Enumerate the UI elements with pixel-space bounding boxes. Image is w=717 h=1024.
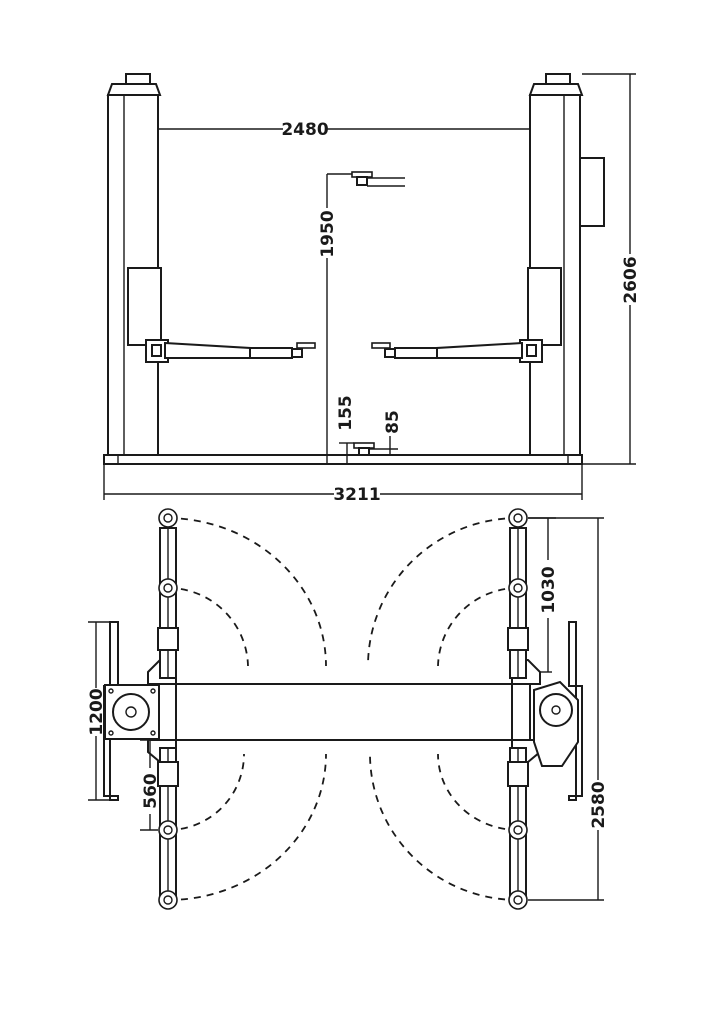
right-lift-pad	[371, 342, 391, 349]
pad-left-top-inner	[158, 578, 178, 598]
dim-overall-height-label: 2606	[621, 256, 641, 303]
dim-arm-length-short: 1030	[528, 517, 559, 673]
dim-overall-width-label: 3211	[333, 485, 380, 505]
arm-swing-arcs	[167, 517, 519, 901]
left-lift-arm	[164, 341, 251, 359]
right-column	[371, 73, 605, 456]
right-carriage	[527, 267, 562, 346]
right-arms	[507, 527, 529, 899]
pad-right-bottom-inner	[508, 820, 528, 840]
dim-base-plate-height: 85	[383, 410, 403, 455]
dim-overall-height: 2606	[582, 73, 641, 465]
dim-max-lift-height-label: 1950	[318, 210, 338, 257]
dim-column-spacing: 2480	[158, 120, 530, 140]
base-plate	[103, 454, 583, 465]
dim-short-arm-reach: 560	[140, 739, 161, 831]
lowered-pad	[353, 442, 398, 456]
dim-min-pad-height: 155	[336, 395, 356, 464]
pad-left-bottom-outer	[158, 890, 178, 910]
lift-pads	[158, 508, 528, 910]
dim-overall-width: 3211	[103, 464, 583, 505]
left-carriage	[127, 267, 162, 346]
dim-max-lift-height: 1950	[318, 173, 352, 464]
dim-short-arm-reach-label: 560	[141, 773, 161, 809]
power-unit	[579, 157, 605, 227]
dim-arm-length-short-label: 1030	[539, 566, 559, 613]
plan-view: 1030 1200 560 2580	[87, 508, 609, 910]
floor-base-beam	[175, 683, 513, 741]
dim-column-spacing-label: 2480	[281, 120, 328, 140]
pad-right-top-inner	[508, 578, 528, 598]
dim-base-depth-label: 1200	[87, 688, 107, 735]
pad-right-bottom-outer	[508, 890, 528, 910]
front-elevation: 2480 2606 1950 155 85	[103, 73, 641, 505]
pad-left-top-outer	[158, 508, 178, 528]
dim-arm-span: 2580	[528, 517, 609, 901]
dim-base-depth: 1200	[87, 621, 112, 801]
dim-arm-span-label: 2580	[589, 781, 609, 828]
left-column	[106, 73, 316, 456]
left-arms	[157, 527, 179, 899]
pad-left-bottom-inner	[158, 820, 178, 840]
left-lift-pad	[296, 342, 316, 349]
dim-base-plate-height-label: 85	[383, 410, 403, 434]
dim-min-pad-height-label: 155	[336, 395, 356, 431]
lifted-pad	[351, 171, 405, 187]
pad-right-top-outer	[508, 508, 528, 528]
right-lift-arm	[436, 341, 523, 359]
